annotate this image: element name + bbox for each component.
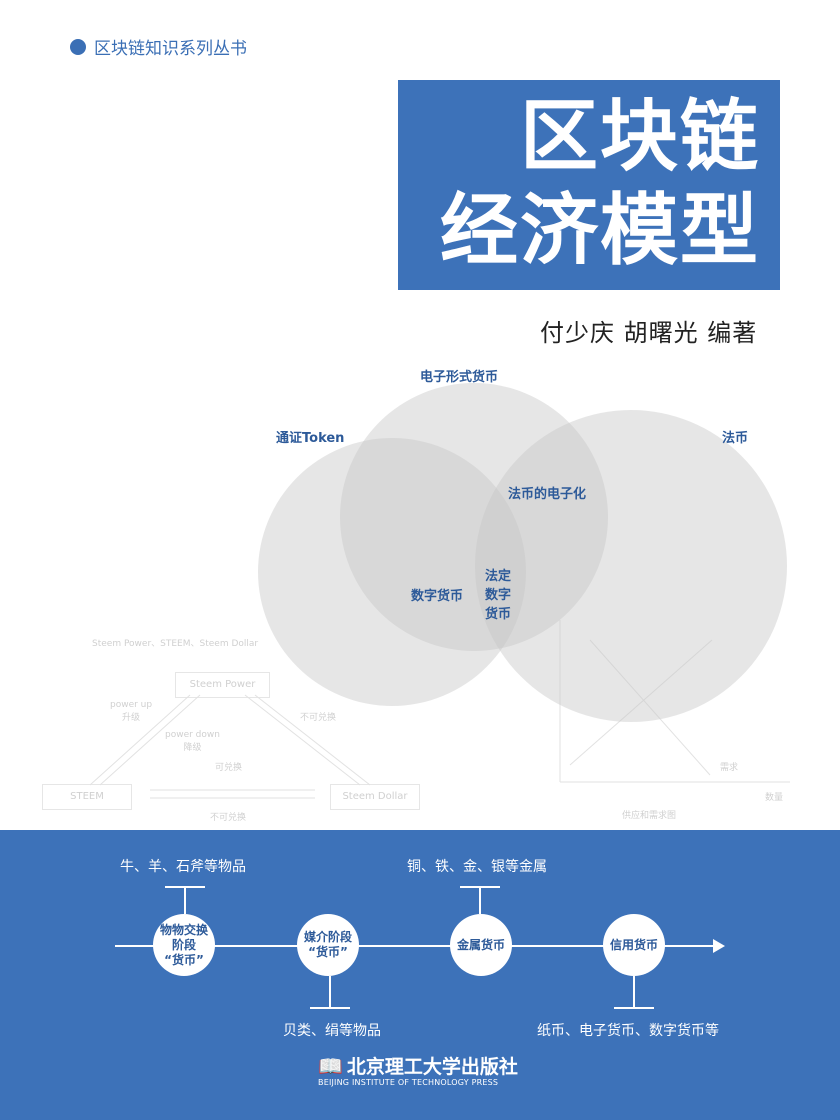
arrow-head-icon [713, 939, 725, 953]
note-bracket [614, 1007, 654, 1009]
title-line-2: 经济模型 [439, 186, 760, 276]
stage-metal: 金属货币 [450, 914, 512, 976]
publisher-name-cn: 北京理工大学出版社 [346, 1056, 518, 1078]
steem-dollar-box: Steem Dollar [330, 784, 420, 810]
note-bracket [310, 1007, 350, 1009]
label-fiat-electronic: 法币的电子化 [508, 487, 587, 502]
note-credit: 纸币、电子货币、数字货币等 [537, 1023, 719, 1039]
steem-caption: Steem Power、STEEM、Steem Dollar [92, 639, 259, 649]
series-label: 区块链知识系列丛书 [70, 34, 247, 59]
stage-credit: 信用货币 [603, 914, 665, 976]
label-digital: 数字货币 [411, 589, 464, 604]
publisher-name-en: BEIJING INSTITUTE OF TECHNOLOGY PRESS [318, 1078, 499, 1087]
label-legal-digital: 法定数字货币 [485, 569, 512, 622]
timeline-arrow [115, 945, 715, 947]
note-connector [633, 976, 635, 1008]
label-fiat: 法币 [722, 431, 749, 446]
title-box: 区块链 经济模型 [398, 80, 780, 290]
dot-icon [70, 38, 86, 55]
exchange-label: 可兑换 [215, 763, 243, 773]
publisher-logo: 📖 北京理工大学出版社 [318, 1052, 518, 1079]
quantity-label: 数量 [765, 793, 784, 803]
non-exchange-label: 不可兑换 [300, 713, 337, 723]
series-text: 区块链知识系列丛书 [94, 39, 247, 59]
background-diagram-lines [89, 620, 790, 799]
stage-barter: 物物交换 阶段 “货币” [153, 914, 215, 976]
label-electronic: 电子形式货币 [420, 370, 499, 385]
book-icon: 📖 [318, 1053, 343, 1078]
supply-demand-caption: 供应和需求图 [622, 811, 677, 821]
note-connector [329, 976, 331, 1008]
demand-label: 需求 [720, 763, 739, 773]
venn-circle-fiat [475, 410, 787, 722]
non-exchange-label-2: 不可兑换 [210, 813, 247, 823]
steem-power-box: Steem Power [175, 672, 270, 698]
stage-medium: 媒介阶段 “货币” [297, 914, 359, 976]
note-medium: 贝类、绢等物品 [283, 1023, 381, 1039]
title-line-1: 区块链 [519, 92, 760, 182]
note-barter: 牛、羊、石斧等物品 [120, 859, 246, 875]
note-metal: 铜、铁、金、银等金属 [407, 859, 547, 875]
steem-box: STEEM [42, 784, 132, 810]
venn-circle-token [258, 438, 526, 706]
timeline-band [0, 830, 840, 1120]
label-token: 通证Token [276, 431, 345, 446]
note-connector [479, 886, 481, 914]
venn-circle-electronic [340, 383, 608, 651]
note-connector [184, 886, 186, 914]
authors: 付少庆 胡曙光 编著 [540, 319, 758, 347]
